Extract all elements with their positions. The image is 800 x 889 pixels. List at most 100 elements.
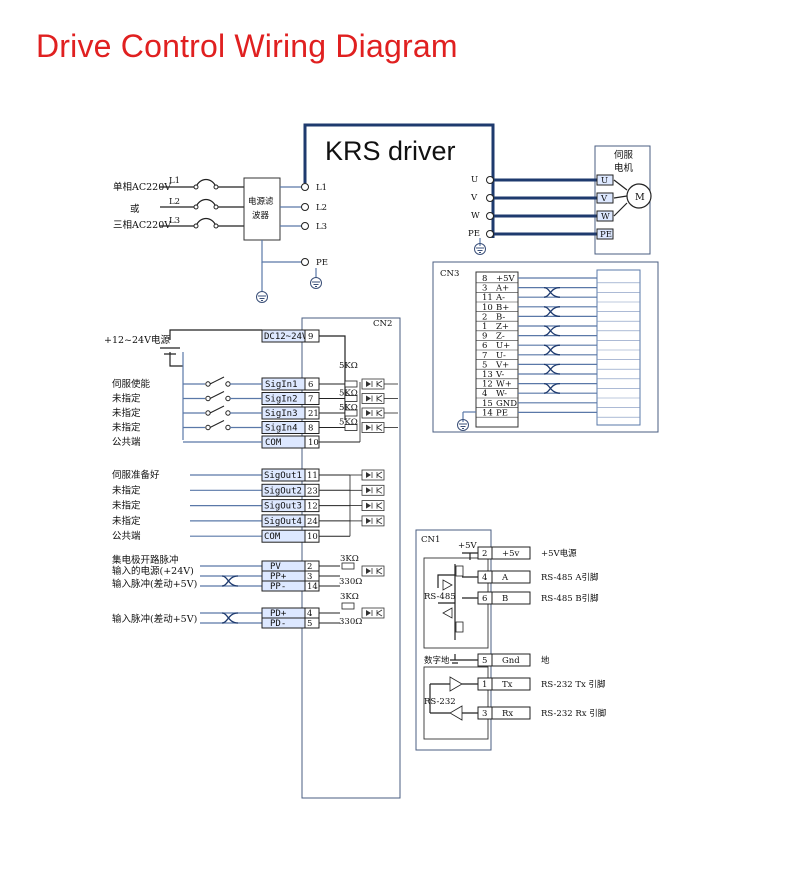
switch-lever — [209, 420, 225, 428]
cn3-pin-number: 6 — [482, 341, 487, 351]
pulse-signal-label: PP- — [270, 582, 286, 592]
input-pin-number: 8 — [308, 424, 313, 434]
cn3-pin-signal: U+ — [496, 341, 510, 351]
driver-pin-v: V — [470, 193, 478, 203]
input-signal-label: SigIn1 — [265, 380, 298, 390]
motor-pin-pe: PE — [600, 230, 612, 240]
pulse-signal-label: PP+ — [270, 572, 287, 582]
cn3-pin-signal: V- — [495, 370, 504, 380]
cn3-pin-signal: V+ — [495, 360, 509, 370]
motor-pin-u: U — [601, 176, 608, 186]
twisted-pair-icon — [543, 306, 561, 318]
pulse-pin-number: 4 — [307, 609, 312, 619]
power-filter — [243, 177, 281, 241]
optocoupler-icon — [361, 484, 385, 496]
optocoupler-icon — [361, 500, 385, 512]
input-resistor — [344, 395, 358, 402]
twisted-pair-icon — [543, 363, 561, 375]
pulse-pin-number: 3 — [307, 572, 312, 582]
switch-contact — [225, 395, 231, 402]
ground-icon — [310, 277, 322, 289]
switch-lever — [209, 391, 225, 399]
twisted-pair-icon — [543, 344, 561, 356]
cn1-pin-number: 2 — [482, 549, 487, 559]
input-function-label: 未指定 — [112, 393, 141, 405]
motor-section: 伺服 电机 M U V W PE U V W PE — [468, 145, 652, 255]
cn1-pin-description: +5V电源 — [541, 548, 577, 559]
cn3-pin-signal: Z- — [496, 332, 505, 342]
pulse-label-3: 输入脉冲(差动+5V) — [112, 578, 197, 590]
or-label: 或 — [130, 203, 140, 215]
input-function-label: 公共端 — [112, 436, 141, 448]
twisted-pair-icon — [221, 575, 239, 587]
line-in-l3: L3 — [169, 216, 180, 226]
input-function-label: 伺服使能 — [112, 378, 151, 390]
resistor-3k-label: 3KΩ — [340, 554, 359, 564]
pulse-signal-label: PD- — [270, 619, 286, 629]
cn3-pin-number: 11 — [482, 293, 493, 303]
dir-label: 输入脉冲(差动+5V) — [112, 613, 197, 625]
ground-icon — [256, 291, 268, 303]
cn1-signal-box — [491, 591, 531, 605]
cn1-signal-box — [491, 546, 531, 560]
output-signal-label: COM — [264, 532, 281, 542]
cn1-plus5-label: +5V — [458, 541, 478, 551]
input-function-label: 未指定 — [112, 422, 141, 434]
cn1-pin-description: RS-485 A引脚 — [541, 572, 598, 583]
cn1-pin-description: 地 — [541, 655, 550, 666]
pulse-label-2: 输入的电源(+24V) — [112, 565, 194, 577]
cn1-signal-label: Rx — [502, 709, 513, 719]
optocoupler-icon — [361, 515, 385, 527]
input-pin-number: 7 — [308, 395, 313, 405]
resistor-330-label: 330Ω — [339, 577, 362, 587]
optocoupler-icon — [361, 469, 385, 481]
output-pin-number: 23 — [307, 486, 318, 496]
digital-ground-label: 数字地 — [424, 655, 450, 666]
output-pin-number: 12 — [307, 502, 318, 512]
pulse-signal-label: PD+ — [270, 609, 287, 619]
optocoupler-icon — [361, 607, 385, 619]
twisted-pair-icon — [543, 286, 561, 298]
twisted-pair-icon — [221, 612, 239, 624]
output-signal-label: SigOut4 — [264, 517, 302, 527]
cn3-pin-signal: W- — [496, 389, 507, 399]
cn1-pin-description: RS-232 Rx 引脚 — [541, 708, 606, 719]
output-function-label: 未指定 — [112, 515, 141, 527]
output-function-label: 未指定 — [112, 484, 141, 496]
driver-pin-pe: PE — [468, 229, 480, 239]
cn1-pin-description: RS-232 Tx 引脚 — [541, 679, 606, 690]
input-signal-label: SigIn3 — [265, 409, 298, 419]
cn3-pin-number: 9 — [482, 332, 487, 342]
input-pin-number: 10 — [308, 438, 319, 448]
optocoupler-icon — [361, 407, 385, 419]
terminal-pe: PE — [316, 258, 328, 268]
output-function-label: 未指定 — [112, 500, 141, 512]
terminal-l2: L2 — [316, 203, 327, 213]
supply-label: +12~24V电源 — [104, 334, 170, 346]
filter-label-1: 电源滤 — [248, 196, 274, 207]
cn3-pin-number: 13 — [482, 370, 493, 380]
motor-symbol: M — [635, 192, 645, 203]
cn3-pin-signal: B+ — [496, 303, 509, 313]
cn3-pin-number: 5 — [482, 360, 487, 370]
cn3-pin-number: 10 — [482, 303, 493, 313]
resistor-label: 5KΩ — [339, 418, 358, 428]
pulse-label-1: 集电极开路脉冲 — [112, 554, 179, 566]
cn1-signal-box — [491, 706, 531, 720]
cn3-label: CN3 — [440, 269, 459, 279]
cn1-pin-number: 3 — [482, 709, 487, 719]
three-phase-label: 三相AC220V — [113, 219, 171, 231]
optocoupler-icon — [361, 393, 385, 404]
output-signal-label: SigOut3 — [264, 502, 302, 512]
cn1-pin-number: 4 — [482, 573, 487, 583]
cn3-pin-signal: A- — [495, 293, 505, 303]
switch-lever — [209, 376, 225, 385]
cn1-signal-label: +5v — [502, 549, 520, 559]
pulse-resistor — [341, 562, 355, 570]
input-signal-label: COM — [265, 438, 282, 448]
cn3-pin-signal: PE — [496, 408, 508, 418]
terminal-l3: L3 — [316, 222, 327, 232]
cn1-pin-description: RS-485 B引脚 — [541, 593, 599, 604]
output-pin-number: 11 — [307, 471, 318, 481]
